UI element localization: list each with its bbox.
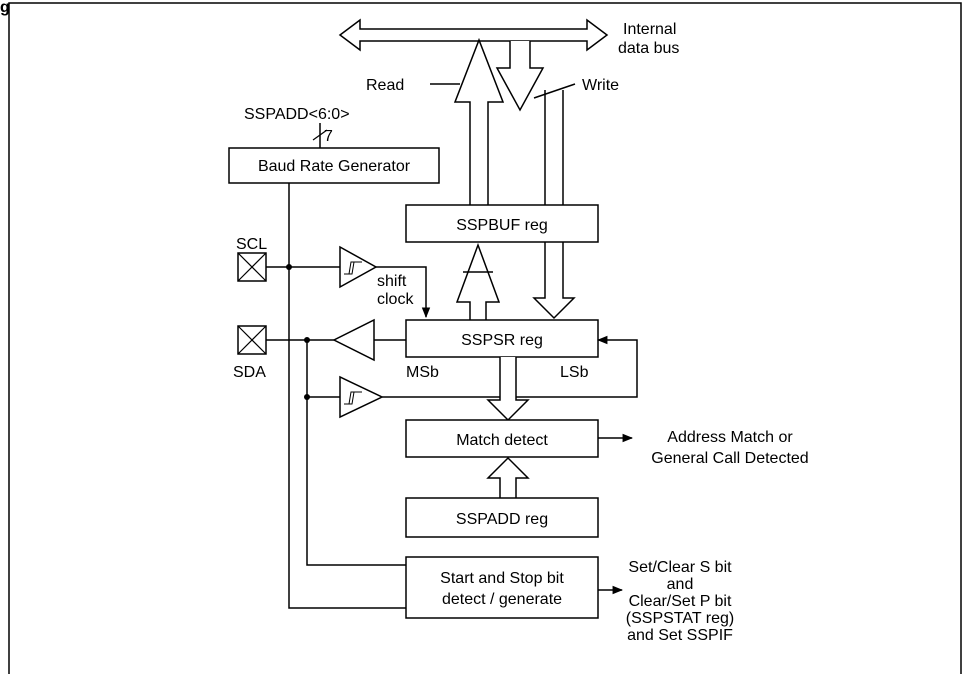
sspbuf-block bbox=[405, 204, 599, 243]
baud-rate-generator-block bbox=[228, 147, 440, 184]
lsb-label: LSb bbox=[560, 364, 589, 381]
read-label: Read bbox=[366, 77, 404, 94]
match-detect-label: Match detect bbox=[456, 432, 548, 449]
status-line5: and Set SSPIF bbox=[627, 627, 733, 644]
clock-wiring bbox=[266, 183, 406, 609]
scl-pin-icon bbox=[237, 252, 267, 282]
status-line1: Set/Clear S bit bbox=[628, 559, 732, 576]
clock-label: clock bbox=[377, 291, 414, 308]
sda-schmitt-symbol bbox=[344, 391, 362, 405]
write-path-arrow bbox=[495, 41, 545, 112]
status-line3: Clear/Set P bit bbox=[629, 593, 732, 610]
figure-frame bbox=[8, 2, 962, 674]
sda-output-buffer-icon bbox=[332, 318, 375, 362]
write-label: Write bbox=[582, 77, 619, 94]
sspadd-block bbox=[405, 497, 599, 538]
sda-schmitt-buffer-icon bbox=[339, 375, 384, 419]
sda-wiring bbox=[266, 339, 406, 566]
shift-clock-wire bbox=[376, 266, 431, 319]
sspsr-label: SSPSR reg bbox=[461, 332, 543, 349]
sspadd-bits-width: 7 bbox=[324, 128, 333, 145]
start-stop-block bbox=[405, 556, 599, 619]
write-wide-arrow bbox=[532, 90, 576, 320]
sspsr-to-sspbuf-arrow bbox=[455, 242, 501, 320]
sspsr-block bbox=[405, 319, 599, 358]
sspadd-bits-slash bbox=[312, 129, 328, 141]
write-enable bbox=[533, 83, 576, 99]
figure-title: g bbox=[0, 0, 10, 16]
sda-junction-dot-top bbox=[304, 337, 310, 343]
sspsr-to-match-arrow bbox=[486, 357, 530, 422]
sda-pin-icon bbox=[237, 325, 267, 355]
bus-label-line1: Internal bbox=[623, 21, 676, 38]
sda-pin-label: SDA bbox=[233, 364, 266, 381]
scl-schmitt-buffer-icon bbox=[339, 245, 378, 289]
start-stop-line1: Start and Stop bit bbox=[440, 570, 564, 587]
scl-junction-dot bbox=[286, 264, 292, 270]
status-line4: (SSPSTAT reg) bbox=[626, 610, 734, 627]
baud-rate-generator-label: Baud Rate Generator bbox=[258, 158, 411, 175]
internal-data-bus-arrow bbox=[338, 18, 609, 52]
sspadd-bits-label: SSPADD<6:0> bbox=[244, 106, 350, 123]
sspadd-label: SSPADD reg bbox=[456, 511, 548, 528]
match-output-line1: Address Match or bbox=[667, 429, 793, 446]
scl-pin-label: SCL bbox=[236, 236, 267, 253]
read-path-arrow bbox=[453, 37, 505, 205]
sspadd-to-match-arrow bbox=[486, 456, 530, 498]
start-stop-line2: detect / generate bbox=[442, 591, 562, 608]
scl-schmitt-symbol bbox=[344, 261, 362, 275]
bus-label-line2: data bus bbox=[618, 40, 679, 57]
sda-junction-dot-bottom bbox=[304, 394, 310, 400]
msb-label: MSb bbox=[406, 364, 439, 381]
sspbuf-label: SSPBUF reg bbox=[456, 217, 548, 234]
status-line2: and bbox=[667, 576, 694, 593]
match-output-line2: General Call Detected bbox=[651, 450, 808, 467]
match-detect-block bbox=[405, 419, 599, 458]
shift-label: shift bbox=[377, 273, 407, 290]
